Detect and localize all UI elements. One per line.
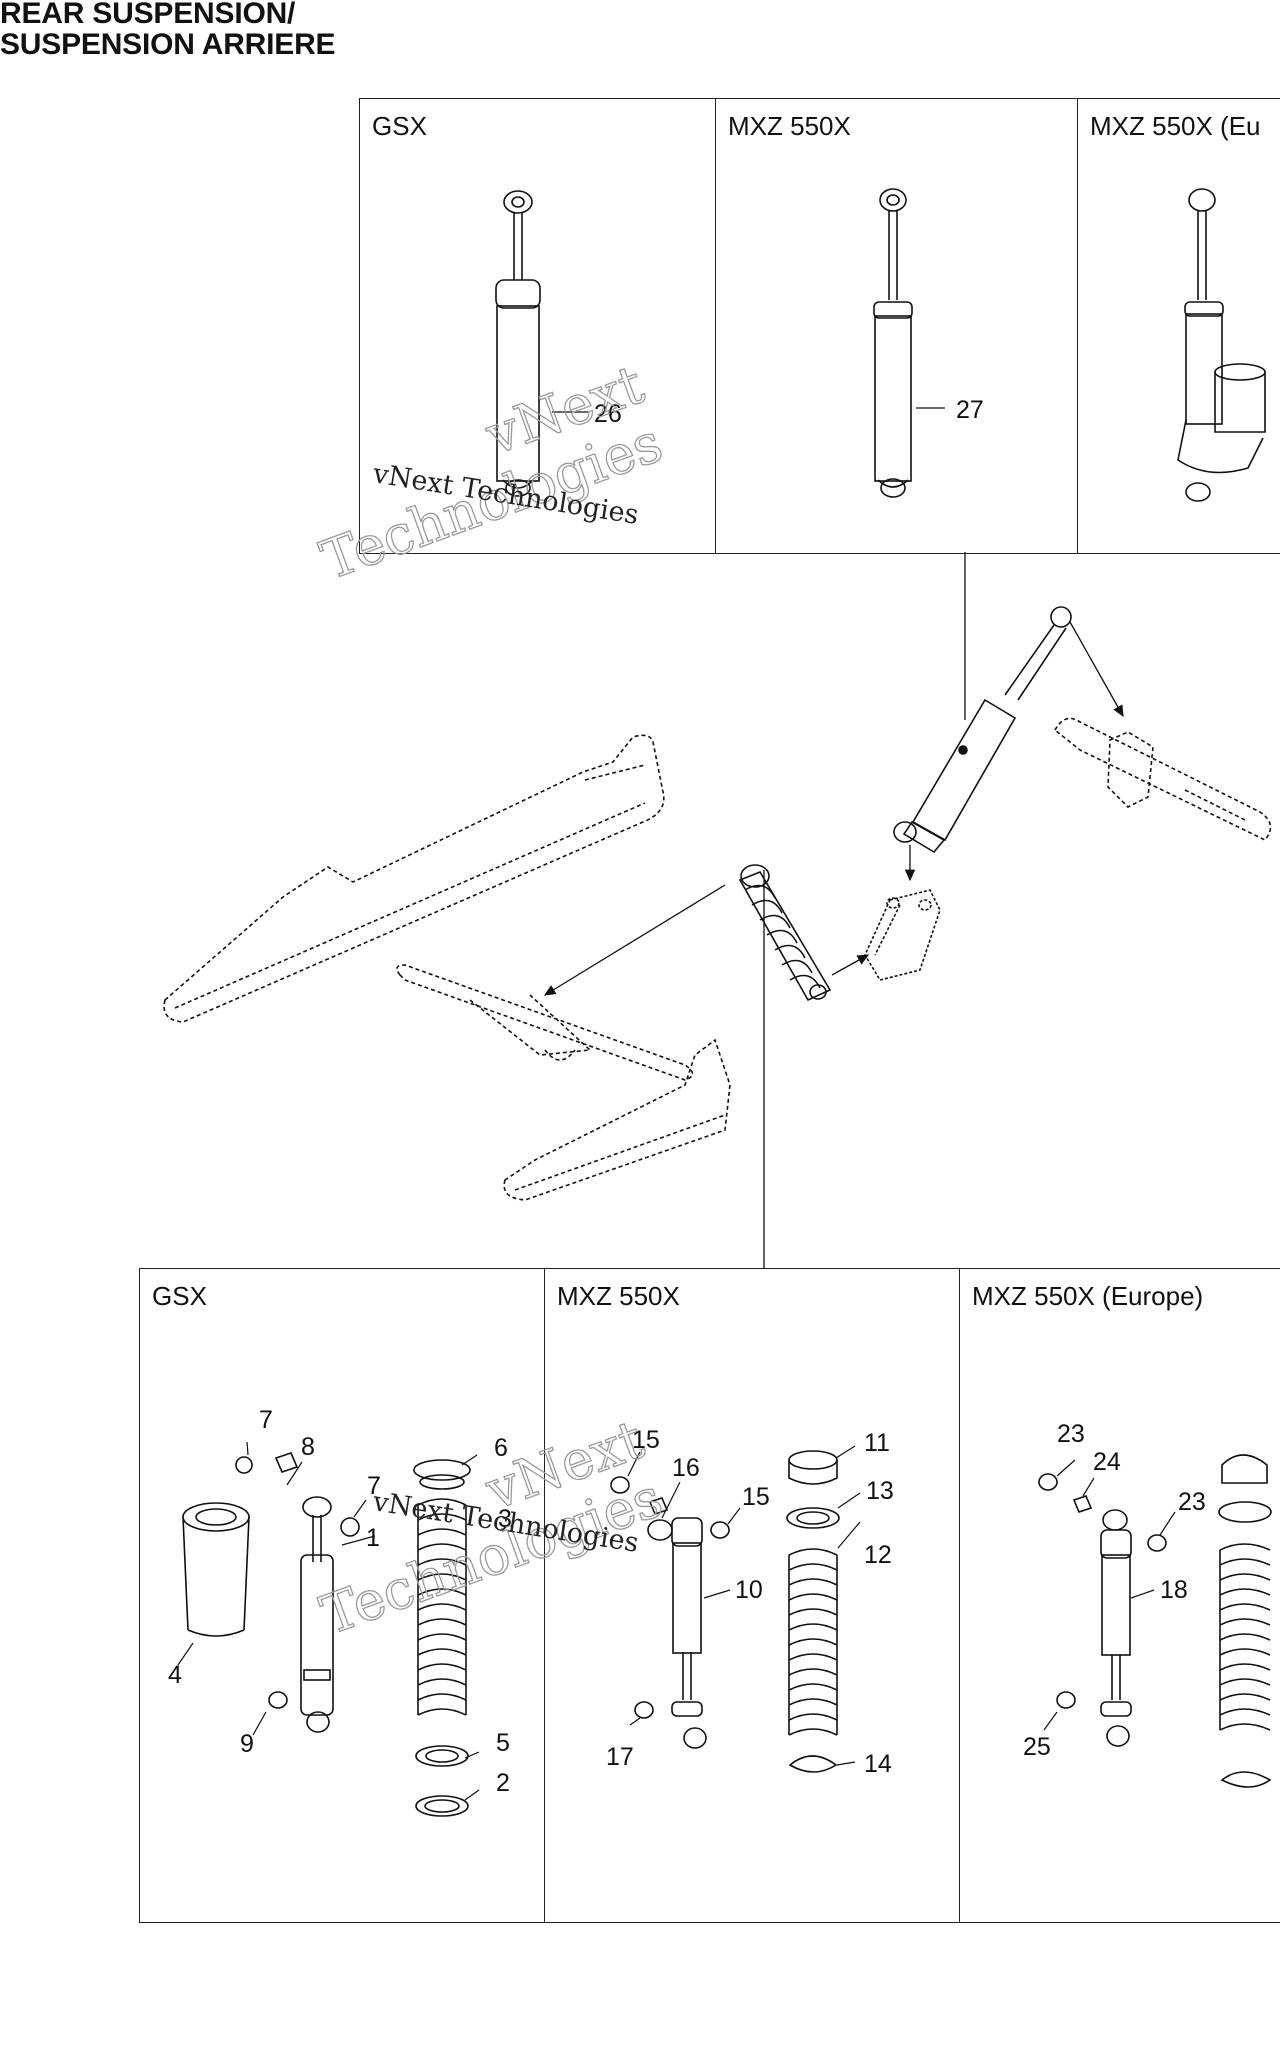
callout-10: 10: [735, 1576, 763, 1604]
callout-4: 4: [168, 1661, 182, 1689]
callout-16: 16: [672, 1454, 700, 1482]
boot-sleeve-part: [182, 1502, 250, 1637]
callout-5: 5: [496, 1729, 510, 1757]
mxz-front-shock-part: [610, 1476, 730, 1749]
callout-24: 24: [1093, 1448, 1121, 1476]
top-panel-mxz-550x: MXZ 550X: [715, 98, 1078, 554]
slide-rail-left-part: [163, 734, 665, 1023]
title-line-2: SUSPENSION ARRIERE: [0, 28, 336, 61]
europe-coil-spring-part: [1218, 1454, 1272, 1788]
europe-rear-shock-part: [1177, 188, 1266, 502]
center-coil-shock: [738, 864, 832, 1002]
callout-15: 15: [742, 1483, 770, 1511]
callout-25: 25: [1023, 1733, 1051, 1761]
callout-11: 11: [864, 1429, 890, 1457]
rear-axle-part: [1053, 717, 1272, 841]
callout-27: 27: [956, 396, 984, 424]
callout-23: 23: [1178, 1488, 1206, 1516]
callout-17: 17: [606, 1743, 634, 1771]
panel-label: MXZ 550X: [728, 111, 851, 141]
front-arm-part: [396, 964, 694, 1081]
callout-3: 3: [498, 1505, 512, 1533]
callout-12: 12: [864, 1541, 892, 1569]
panel-label: MXZ 550X (Eu: [1090, 111, 1261, 141]
callout-8: 8: [301, 1433, 315, 1461]
europe-front-shock-part: [1038, 1473, 1167, 1747]
linkage-bracket-part: [864, 889, 941, 981]
callout-9: 9: [240, 1730, 254, 1758]
mxz-rear-shock-part: [873, 188, 913, 498]
page-title: REAR SUSPENSION/ SUSPENSION ARRIERE: [0, 0, 336, 61]
panel-label: GSX: [372, 111, 427, 141]
gsx-coil-spring-part: [413, 1459, 471, 1817]
watermark-top: vNext Technologies vNext Technologies: [312, 352, 671, 593]
callout-15: 15: [632, 1426, 660, 1454]
panel-label: MXZ 550X (Europe): [972, 1281, 1204, 1311]
callout-6: 6: [494, 1434, 508, 1462]
gsx-front-shock-part: [235, 1452, 360, 1733]
panel-label: GSX: [152, 1281, 207, 1311]
callout-1: 1: [366, 1524, 380, 1552]
callout-2: 2: [496, 1769, 510, 1797]
callout-7: 7: [259, 1406, 273, 1434]
mxz-coil-spring-part: [786, 1450, 840, 1773]
callout-7: 7: [367, 1472, 381, 1500]
callout-18: 18: [1160, 1576, 1188, 1604]
title-line-1: REAR SUSPENSION/: [0, 0, 296, 30]
center-shock-assembly: [893, 606, 1072, 854]
bottom-panel-mxz-550x-europe: MXZ 550X (Europe): [959, 1268, 1280, 1923]
gsx-rear-shock-part: [495, 190, 541, 497]
callout-23: 23: [1057, 1420, 1085, 1448]
callout-14: 14: [864, 1750, 892, 1778]
callout-26: 26: [594, 400, 622, 428]
top-panel-mxz-550x-europe: MXZ 550X (Eu: [1077, 98, 1280, 554]
slide-rail-right-part: [503, 1038, 731, 1201]
panel-label: MXZ 550X: [557, 1281, 680, 1311]
callout-13: 13: [866, 1477, 894, 1505]
